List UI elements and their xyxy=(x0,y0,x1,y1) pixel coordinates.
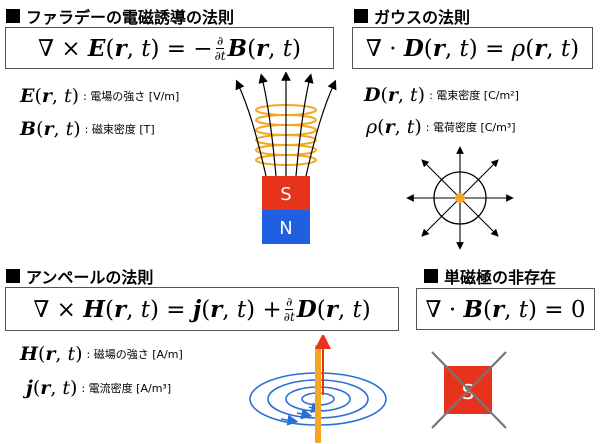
bullet-square-icon xyxy=(424,269,438,283)
faraday-heading-text: ファラデーの電磁誘導の法則 xyxy=(26,8,235,27)
gauss-heading: ガウスの法則 xyxy=(354,4,470,28)
bar-magnet-icon: S N xyxy=(262,176,310,244)
charge-icon xyxy=(455,193,465,203)
d-field-label: : 電束密度 [C/m²] xyxy=(429,89,519,102)
ampere-illustration xyxy=(249,335,387,443)
rho-label: : 電荷密度 [C/m³] xyxy=(425,121,516,134)
cross-out-icon xyxy=(431,351,507,429)
ampere-heading: アンペールの法則 xyxy=(6,264,153,288)
faraday-illustration: S N xyxy=(235,72,337,244)
monopole-illustration: S xyxy=(431,351,507,429)
b-field-label: : 磁束密度 [T] xyxy=(84,123,155,136)
d-field-definition: D(r, t): 電束密度 [C/m²] xyxy=(364,84,519,106)
magnet-south-label: S xyxy=(280,184,291,205)
monopole-equation: ∇ · B(r, t) = 0 xyxy=(416,288,595,330)
gauss-heading-text: ガウスの法則 xyxy=(374,8,471,27)
faraday-heading: ファラデーの電磁誘導の法則 xyxy=(6,4,234,28)
j-label: : 電流密度 [A/m³] xyxy=(81,382,172,395)
magnet-north-label: N xyxy=(279,218,292,239)
monopole-heading: 単磁極の非存在 xyxy=(424,264,556,288)
bullet-square-icon xyxy=(6,269,20,283)
wire-icon xyxy=(315,345,321,443)
e-field-definition: E(r, t): 電場の強さ [V/m] xyxy=(20,85,180,107)
j-definition: j(r, t): 電流密度 [A/m³] xyxy=(26,377,172,399)
ampere-heading-text: アンペールの法則 xyxy=(26,268,154,287)
e-field-label: : 電場の強さ [V/m] xyxy=(83,90,180,103)
gauss-equation: ∇ · D(r, t) = ρ(r, t) xyxy=(352,27,593,69)
gauss-illustration xyxy=(406,146,514,250)
electric-flux-arrows-icon xyxy=(406,146,514,250)
monopole-heading-text: 単磁極の非存在 xyxy=(444,268,557,287)
h-field-definition: H(r, t): 磁場の強さ [A/m] xyxy=(20,343,183,365)
bullet-square-icon xyxy=(354,9,368,23)
rho-definition: ρ(r, t): 電荷密度 [C/m³] xyxy=(366,116,516,138)
b-field-definition: B(r, t): 磁束密度 [T] xyxy=(20,118,155,140)
magnetic-field-lines-icon xyxy=(235,72,337,177)
h-field-label: : 磁場の強さ [A/m] xyxy=(86,348,183,361)
bullet-square-icon xyxy=(6,9,20,23)
